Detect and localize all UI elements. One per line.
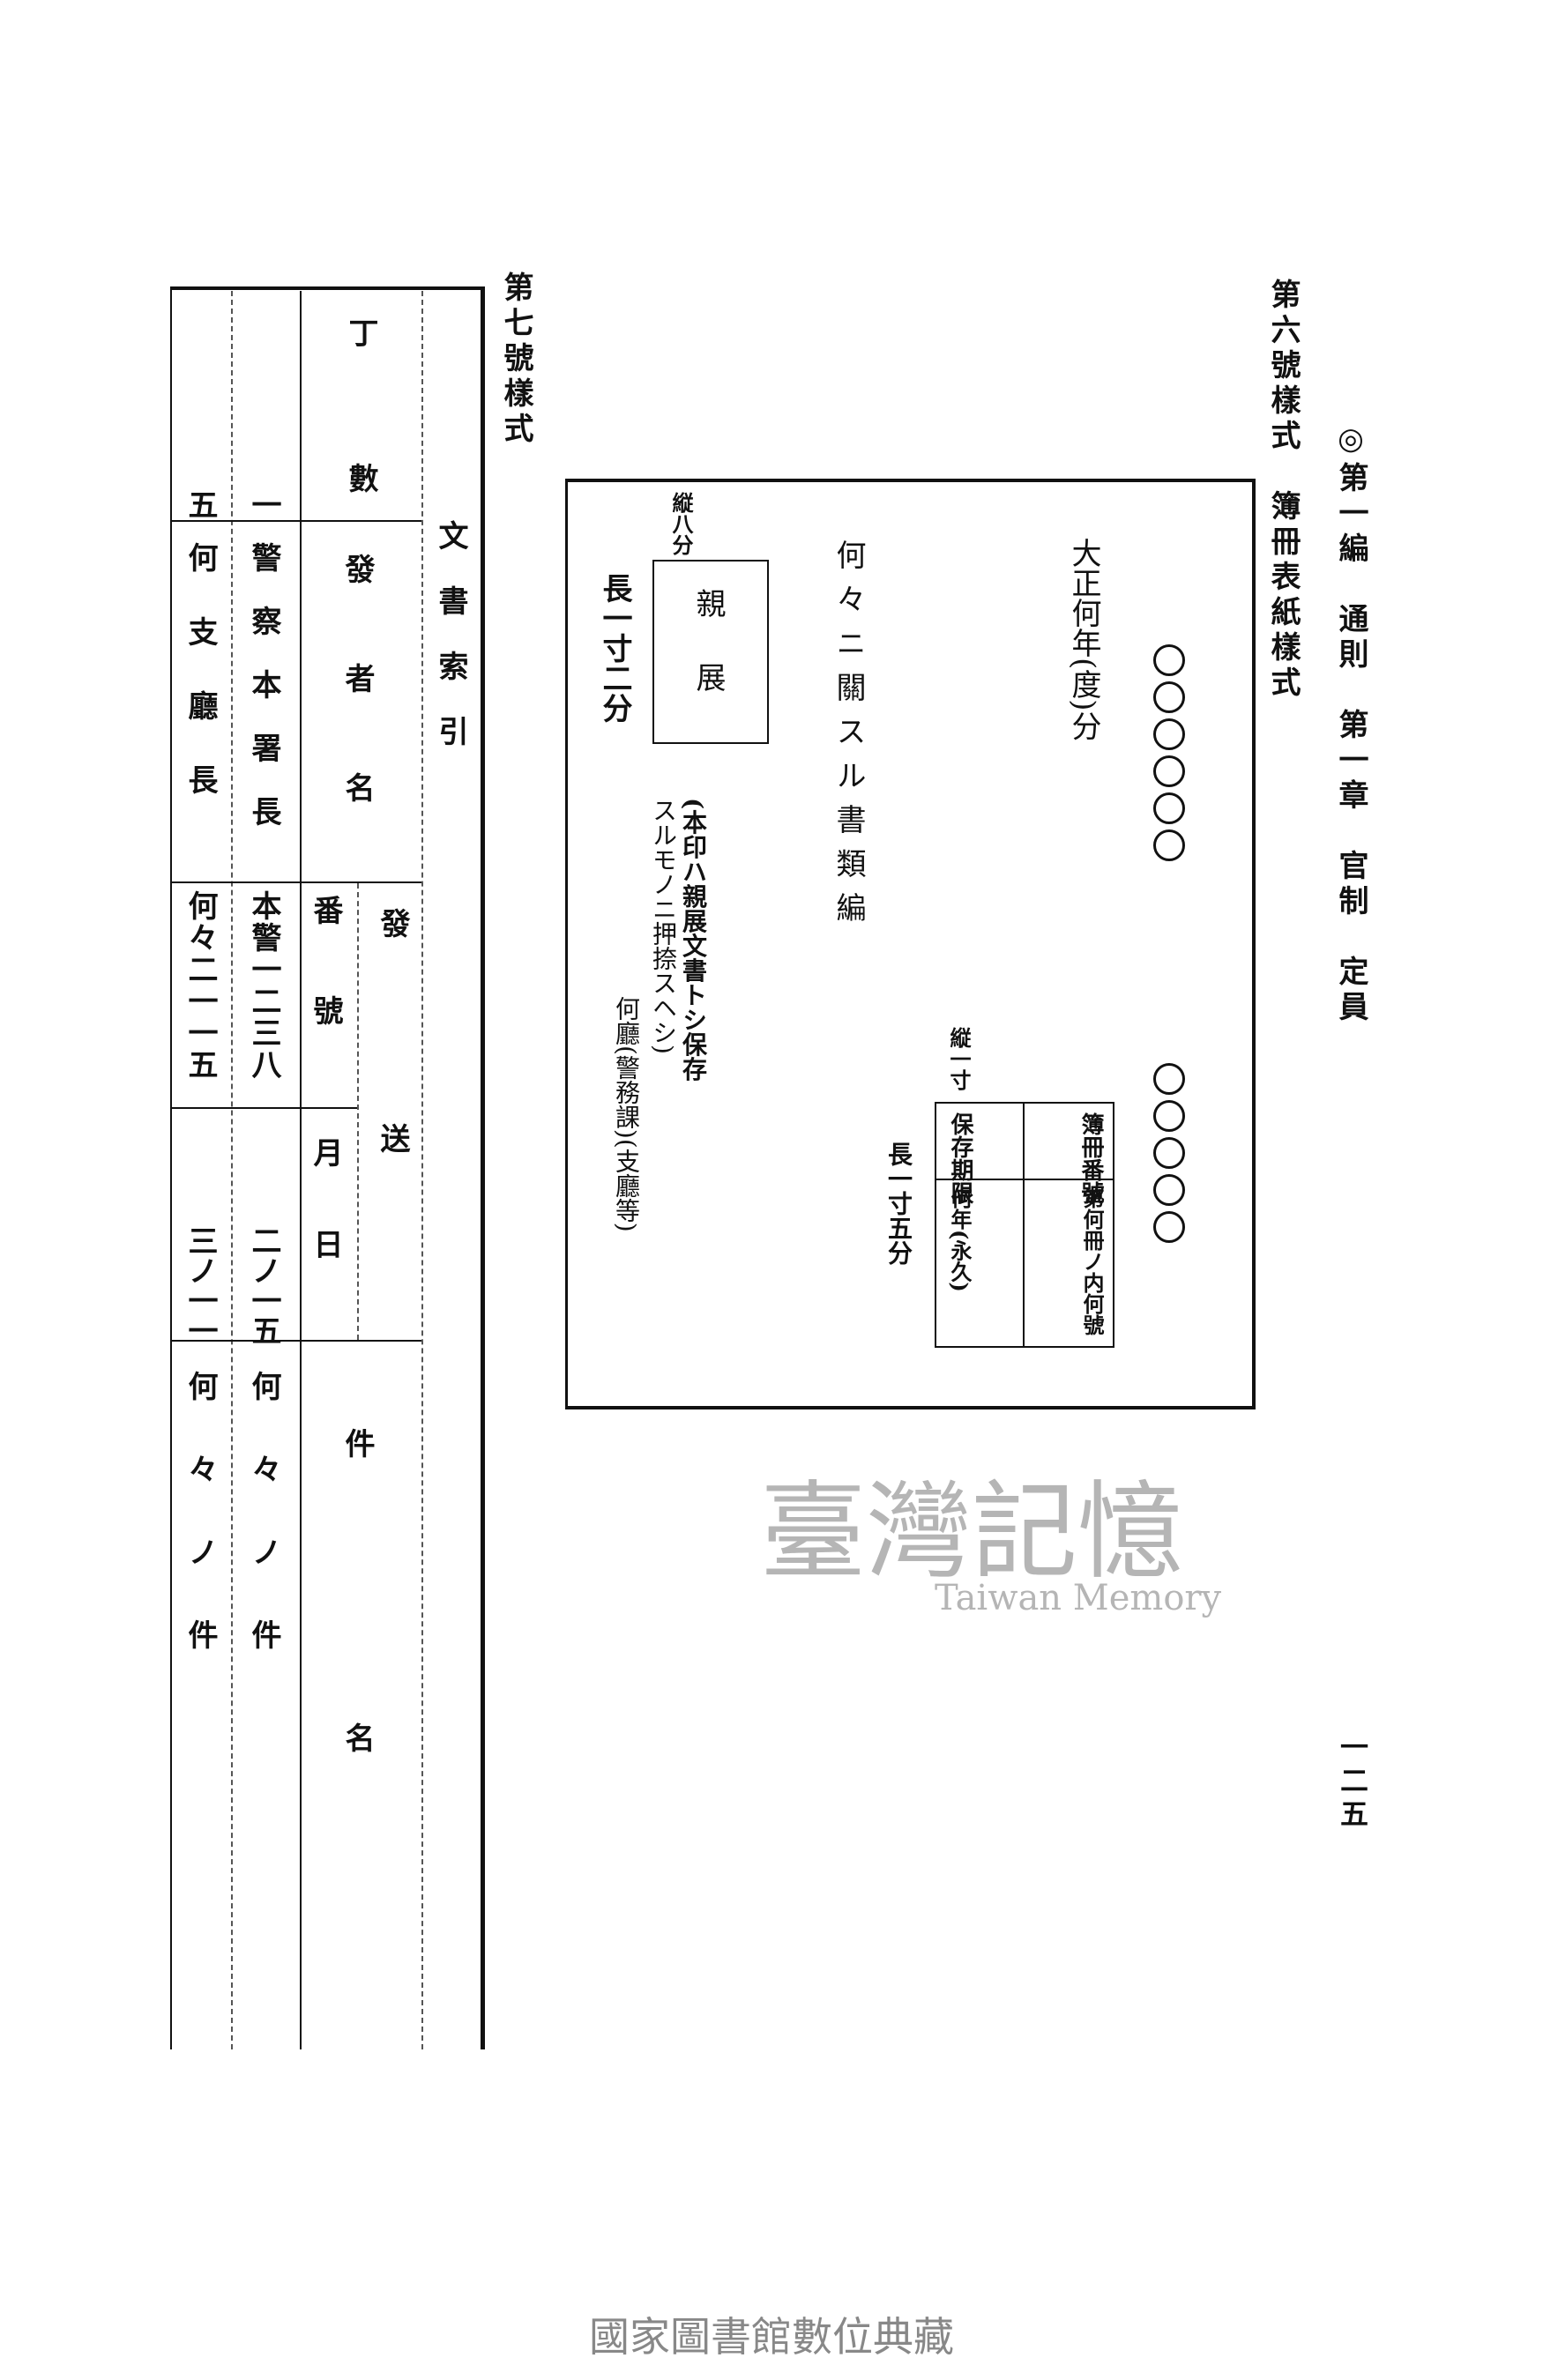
label-width: 縦一寸 [946,1027,972,1090]
circle-mark-icon [1153,829,1185,861]
circle-mark-icon [1153,644,1185,676]
seal-label: 親展 [690,588,726,736]
section-mark: 丁 [343,317,378,347]
label-length: 長一寸五分 [884,1142,913,1265]
form6-title: 第六號樣式 簿冊表紙樣式 [1265,279,1301,702]
circle-mark-icon [1153,1100,1185,1132]
page-number: 一二五 [1336,1732,1369,1833]
seal-length-label: 長一寸二分 [597,573,632,723]
circle-mark-icon [1153,792,1185,824]
header-sender: 發者名 [339,554,375,881]
header-number: 番號 [308,895,343,1096]
row2-date: 三ノ一一 [183,1225,218,1345]
index-title: 文書索引 [433,520,468,781]
header-dispatch: 發送 [375,908,410,1338]
value-retention: 何年(永久) [947,1187,973,1292]
header-subject: 件名 [339,1428,375,2017]
office-text: 何廳(警務課)(支廳等) [612,996,641,1232]
seal-width-label: 縦八分 [668,492,694,555]
header-date: 月日 [308,1137,343,1320]
circle-mark-icon [1153,718,1185,750]
circle-mark-icon [1153,681,1185,713]
circle-mark-icon [1153,1174,1185,1206]
row1-date: 二ノ一五 [246,1225,281,1345]
circles-bottom [1153,1060,1185,1246]
form6-cover-frame [565,479,1256,1409]
row1-sender: 警察本署長 [246,542,281,859]
note-line-1: (本印ハ親展文書トシ保存 [679,798,708,1082]
circle-mark-icon [1153,1063,1185,1095]
row2-sender: 何支廳長 [183,542,218,838]
row1-subject: 何々ノ件 [246,1371,281,1702]
book-title: 何々ニ關スル書類編 [831,539,866,936]
watermark-logo: 臺灣記憶 [760,1471,1183,1594]
row2-number: 何々二一一五 [183,890,218,1081]
footer-archive-name: 國家圖書館數位典藏 [589,2313,954,2361]
row2-subject: 何々ノ件 [183,1371,218,1702]
header-book-number: 簿冊番號 [1077,1112,1104,1204]
header-retention: 保存期限 [947,1112,973,1204]
seal-box: 親展 [652,560,769,744]
row1-number: 本警一二三八 [246,890,281,1081]
header-count: 數 [343,463,378,493]
circles-top [1153,642,1185,864]
watermark-text: Taiwan Memory [935,1578,1222,1618]
row1-count: 一 [246,489,281,519]
year-text: 大正何年(度)分 [1066,538,1101,741]
circle-mark-icon [1153,1137,1185,1169]
spine-label-table: 簿冊番號 保存期限 第何冊ノ内何號 何年(永久) [935,1102,1114,1348]
circle-mark-icon [1153,755,1185,787]
circle-mark-icon [1153,1211,1185,1243]
running-title: ◎第一編 通則 第一章 官制 定員 [1333,421,1368,1026]
value-book-number: 第何冊ノ内何號 [1079,1187,1105,1335]
note-line-2: スルモノニ押捺スヘシ) [649,798,678,1054]
form7-title: 第七號樣式 [498,271,533,448]
row2-count: 五 [183,489,218,519]
